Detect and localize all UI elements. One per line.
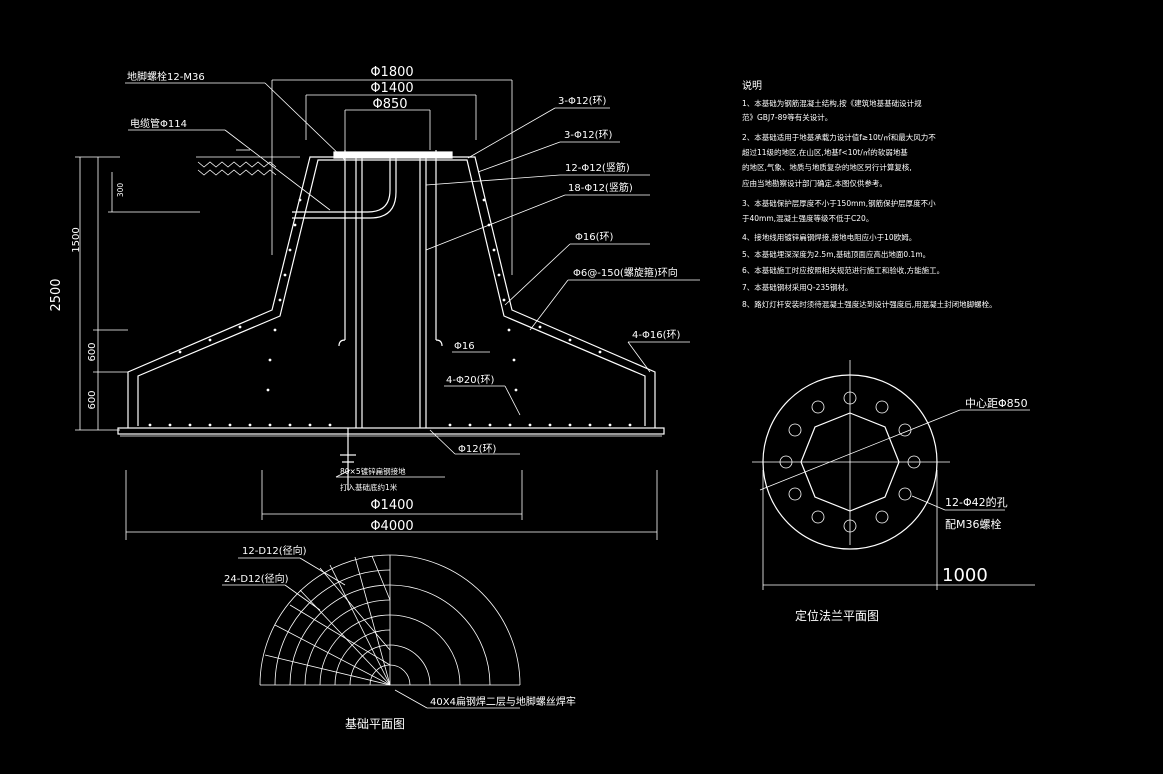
dim-600-upper: 600 xyxy=(87,342,98,361)
ground-hatch xyxy=(196,149,300,176)
note-line: 的地区,气象、地质与地质复杂的地区另行计算复核, xyxy=(742,162,912,172)
note-line: 范》GBJ7-89等有关设计。 xyxy=(742,112,832,122)
callout-phi16-ring: Φ16(环) xyxy=(575,232,613,243)
plan-label-flat-steel: 40X4扁钢焊二层与地脚螺丝焊牢 xyxy=(430,695,576,708)
flange-hole-label: 12-Φ42的孔 xyxy=(945,495,1008,509)
ground-note-leader xyxy=(335,469,445,478)
flange-dim-1000: 1000 xyxy=(942,565,988,586)
callout-4-phi16-ring: 4-Φ16(环) xyxy=(632,330,680,341)
callout-phi6-spiral: Φ6@-150(螺旋箍)环向 xyxy=(573,266,678,279)
design-notes: 说明 1、本基础为钢筋混凝土结构,按《建筑地基基础设计规 范》GBJ7-89等有… xyxy=(742,79,997,309)
plan-label-24-d12: 24-D12(径向) xyxy=(224,572,289,585)
note-line: 于40mm,混凝土强度等级不低于C20。 xyxy=(742,213,873,223)
callout-anchor-bolt: 地脚螺栓12-M36 xyxy=(127,70,205,83)
plan-leaders xyxy=(222,557,520,709)
note-line: 4、接地线用镀锌扁钢焊接,接地电阻应小于10欧姆。 xyxy=(742,232,916,242)
callout-18-phi12-vertical: 18-Φ12(竖筋) xyxy=(568,181,633,194)
flange-plan-view: 中心距Φ850 12-Φ42的孔 配M36螺栓 1000 定位法兰平面图 xyxy=(752,360,1035,623)
note-line: 6、本基础施工时应按照相关规范进行施工和验收,方能施工。 xyxy=(742,265,944,275)
callout-12-phi12-vertical: 12-Φ12(竖筋) xyxy=(565,161,630,174)
elevation-view: Φ1800 Φ1400 Φ850 xyxy=(49,65,700,540)
note-line: 8、路灯灯杆安装时须待混凝土强度达到设计强度后,用混凝土封闭地脚螺栓。 xyxy=(742,299,997,309)
right-leaders xyxy=(425,107,700,373)
flange-center-label: 中心距Φ850 xyxy=(965,397,1028,410)
ground-note-line2: 打入基础底约1米 xyxy=(340,482,398,492)
plan-title: 基础平面图 xyxy=(345,717,405,731)
plan-label-12-d12: 12-D12(径向) xyxy=(242,544,307,557)
top-dimension-lines xyxy=(271,79,513,275)
dim-phi1400-bottom: Φ1400 xyxy=(370,498,413,513)
left-leaders xyxy=(125,82,346,211)
note-line: 7、本基础钢材采用Q-235钢材。 xyxy=(742,282,852,292)
note-line: 3、本基础保护层厚度不小于150mm,钢筋保护层厚度不小 xyxy=(742,198,936,208)
inner-leaders xyxy=(429,351,521,455)
rebar-dots xyxy=(148,198,632,427)
dim-phi850: Φ850 xyxy=(372,97,407,112)
left-dimensions xyxy=(75,156,200,431)
foundation-plan-view: 12-D12(径向) 24-D12(径向) 40X4扁钢焊二层与地脚螺丝焊牢 基… xyxy=(222,544,576,731)
note-line: 超过11级的地区,在山区,地基f<10t/㎡的软弱地基 xyxy=(742,147,908,157)
callout-3-phi12-ring-b: 3-Φ12(环) xyxy=(564,130,612,141)
plan-rings xyxy=(259,554,521,686)
dim-phi1800: Φ1800 xyxy=(370,65,413,80)
foundation-outline xyxy=(117,150,665,490)
flange-bolt-label: 配M36螺栓 xyxy=(945,517,1002,531)
flange-lines xyxy=(752,360,1035,590)
ground-note-line1: 80×5镀锌扁钢接地 xyxy=(340,466,406,476)
dim-phi1400-top: Φ1400 xyxy=(370,81,413,96)
bottom-dimensions xyxy=(125,470,658,540)
notes-title: 说明 xyxy=(742,79,762,92)
callout-phi12-ring: Φ12(环) xyxy=(458,444,496,455)
dim-300: 300 xyxy=(116,183,125,198)
dim-phi4000: Φ4000 xyxy=(370,519,413,534)
note-line: 5、本基础埋深深度为2.5m,基础顶面应高出地面0.1m。 xyxy=(742,249,930,259)
callout-4-phi20-ring: 4-Φ20(环) xyxy=(446,375,494,386)
note-line: 1、本基础为钢筋混凝土结构,按《建筑地基基础设计规 xyxy=(742,98,922,108)
dim-1500: 1500 xyxy=(71,227,82,252)
callout-cable-pipe: 电缆管Φ114 xyxy=(130,117,187,130)
dim-600-lower: 600 xyxy=(87,390,98,409)
note-line: 2、本基础适用于地基承载力设计值f≥10t/㎡和最大风力不 xyxy=(742,132,936,142)
dim-2500: 2500 xyxy=(49,278,64,311)
callout-phi16: Φ16 xyxy=(454,341,475,352)
callout-3-phi12-ring-a: 3-Φ12(环) xyxy=(558,96,606,107)
flange-title: 定位法兰平面图 xyxy=(795,608,879,623)
note-line: 应由当地勘察设计部门确定,本图仅供参考。 xyxy=(742,178,887,188)
